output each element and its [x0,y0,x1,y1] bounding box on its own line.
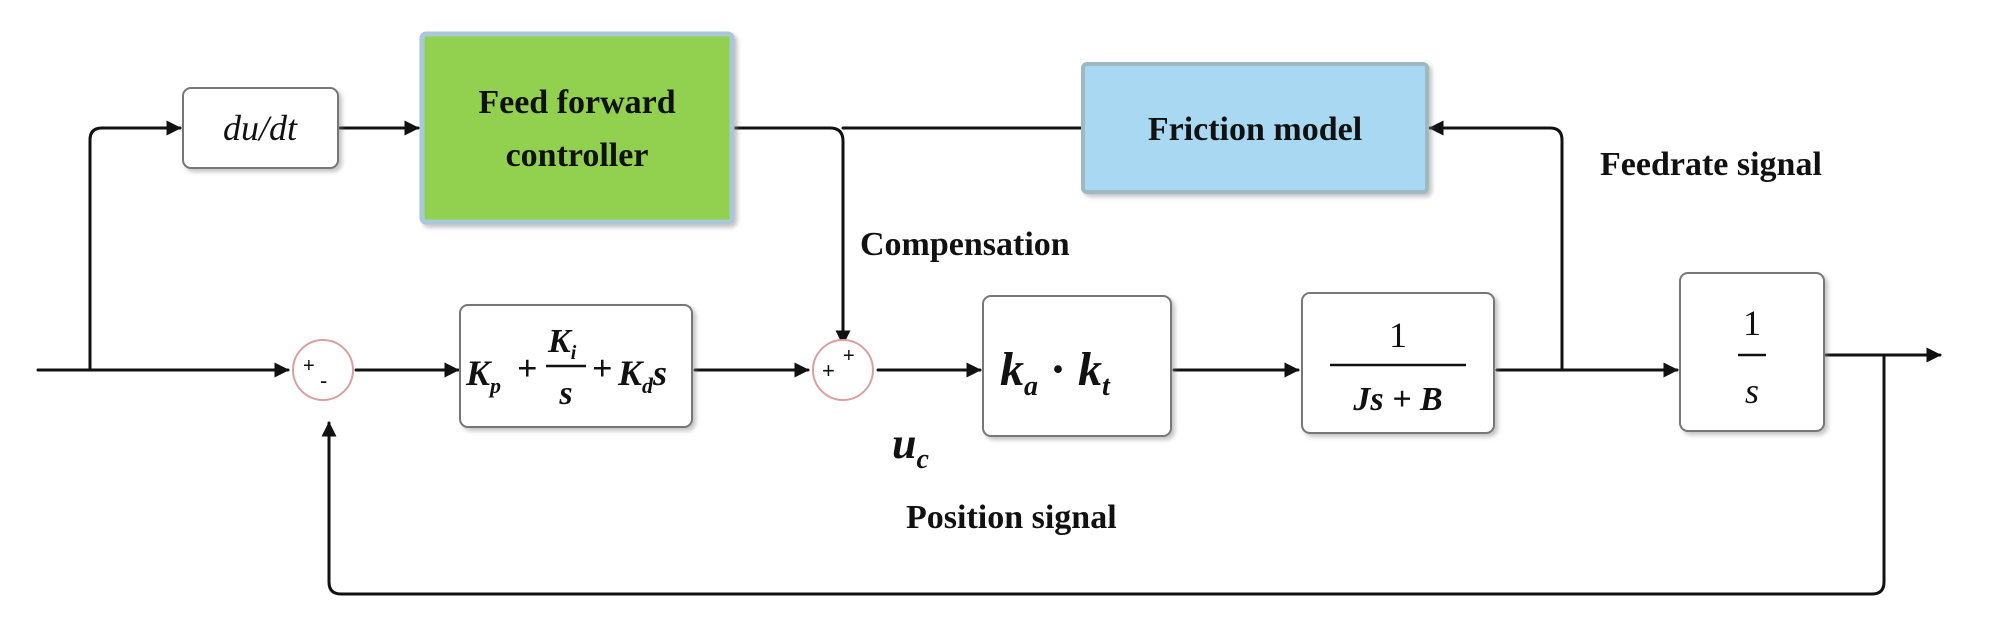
friction-model-block [1081,62,1429,194]
feedforward-block [419,31,735,225]
uc-sub: c [916,444,929,475]
gain-t-sub: t [1102,371,1111,402]
plant-denominator: Js + B [1352,381,1442,418]
plant-numerator: 1 [1389,315,1407,355]
pid-plus-1: + [517,348,538,388]
feedforward-output [731,126,851,346]
gain-dot: · [1050,343,1066,396]
pid-kp: Kp [465,353,501,398]
gain-a-sub: a [1024,371,1038,402]
friction-model-label: Friction model [1148,111,1362,148]
uc-main: u [892,419,916,468]
integrator-block [1679,272,1825,432]
pid-kp-sub: p [488,373,501,398]
feedrate-label: Feedrate signal [1600,146,1822,183]
sum2-plus-top: + [843,345,855,367]
compensation-label: Compensation [860,226,1070,263]
pid-kd-s: s [652,353,667,393]
uc-label: uc [892,419,929,475]
pid-kd: Kds [617,353,667,398]
pid-ki-den: s [558,375,572,412]
sum1-plus-sign: + [303,355,315,377]
integrator-numerator: 1 [1743,303,1761,343]
derivative-label: du/dt [223,108,298,148]
plant-block [1301,292,1495,434]
pid-ki-sub: i [571,342,577,364]
gain-expression: ka·kt [1000,343,1111,402]
pid-ki: Ki [547,323,577,364]
derivative-block [182,87,339,169]
summing-junction-1 [292,339,354,401]
feedrate-feedback [1428,120,1564,372]
sum1-minus-sign: - [320,368,327,393]
pid-kd-sub: d [642,373,654,398]
feedforward-label-2: controller [506,137,649,174]
gain-k: k [1000,343,1024,396]
gain-block [982,295,1172,437]
summing-junction-2 [812,339,874,401]
integrator-denominator: s [1745,371,1759,411]
sum2-plus-left: + [822,358,835,383]
gain-k2: k [1078,343,1102,396]
feedforward-label-1: Feed forward [478,84,675,121]
pid-ki-k: K [547,323,573,360]
pid-plus-2: + [592,348,613,388]
pid-kp-k: K [465,353,493,393]
branch-to-derivative [88,120,182,372]
position-label: Position signal [906,499,1117,536]
pid-kd-k: K [617,353,645,393]
position-feedback [321,353,1886,596]
